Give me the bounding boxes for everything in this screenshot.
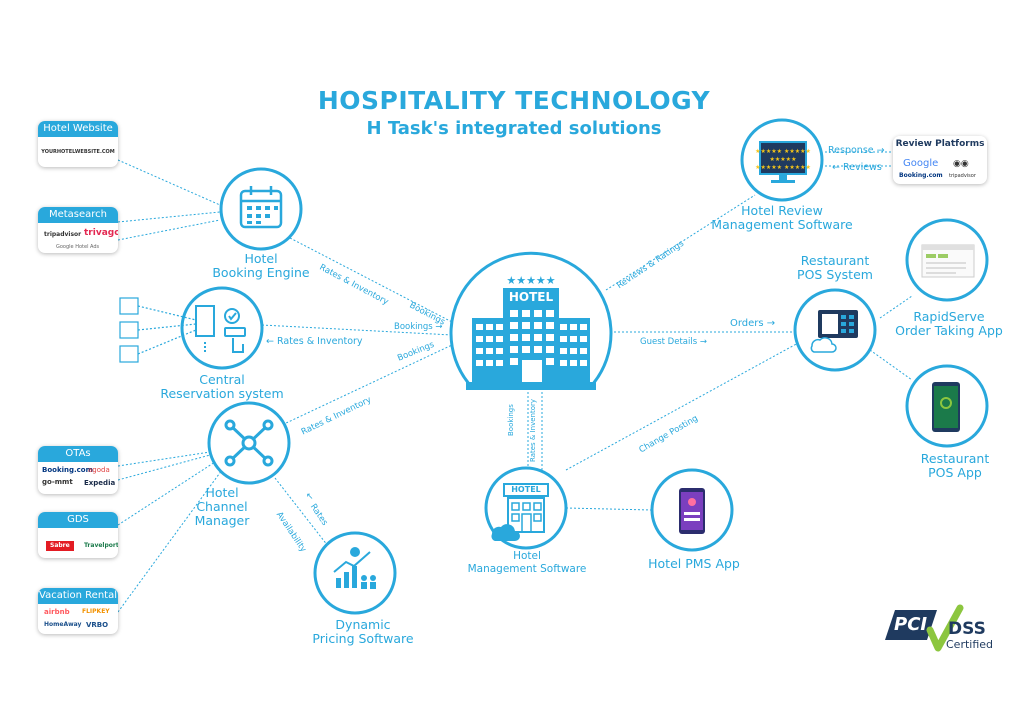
channel-manager-label: Hotel Channel Manager	[194, 485, 250, 528]
edge-hms-rates: Rates & Inventory	[529, 398, 537, 462]
vacation-rental-card[interactable]: Vacation Rental airbnb FLIPKEY HomeAway …	[38, 588, 118, 634]
phone-app-icon	[932, 382, 960, 432]
airbnb-logo: airbnb	[44, 608, 70, 616]
pms-app-label: Hotel PMS App	[648, 556, 740, 571]
hotel-website-url: YOURHOTELWEBSITE.COM	[41, 149, 115, 155]
hotel-website-card[interactable]: Hotel Website YOURHOTELWEBSITE.COM	[38, 121, 118, 167]
review-platforms-card[interactable]: Review Platforms Google Booking.com trip…	[893, 136, 987, 184]
page-subtitle: H Task's integrated solutions	[366, 118, 662, 139]
restaurant-app-label: Restaurant POS App	[920, 451, 990, 480]
expedia-logo: Expedia	[84, 479, 116, 487]
trend-arrow-icon	[333, 551, 371, 573]
restaurant-pos-label: Restaurant POS System	[797, 253, 873, 282]
vacation-rental-title: Vacation Rental	[38, 588, 118, 604]
metasearch-title: Metasearch	[38, 207, 118, 223]
hotel-center-node[interactable]: ★★★★★	[449, 251, 613, 390]
hotel-center-label: HOTEL	[508, 290, 554, 304]
network-icon	[224, 419, 274, 467]
hotel-mgmt-label: Hotel Management Software	[467, 550, 587, 575]
central-reservation-node[interactable]	[180, 286, 264, 370]
dss-text: DSS	[948, 619, 986, 639]
svg-text:★★★★★ ★★★★★: ★★★★★ ★★★★★	[755, 164, 811, 171]
trivago-logo: trivago	[84, 228, 118, 238]
vrbo-logo: VRBO	[86, 621, 109, 629]
dynamic-pricing-label: Dynamic Pricing Software	[312, 617, 414, 646]
booking-logo: Booking.com	[42, 466, 93, 474]
pci-dss-logo	[885, 604, 964, 652]
travelport-logo: Travelport	[84, 542, 118, 549]
hotel-building-icon	[472, 288, 590, 382]
flipkey-logo: FLIPKEY	[82, 608, 110, 615]
edge-crs-bookings: Bookings →	[394, 322, 443, 332]
google-hotel-ads-logo: Google Hotel Ads	[56, 244, 100, 250]
hotel-mgmt-icon-text: HOTEL	[511, 485, 541, 494]
otas-card[interactable]: OTAs Booking.com agoda go-mmt Expedia	[38, 446, 118, 494]
otas-title: OTAs	[38, 446, 118, 462]
edge-guest-details: Guest Details →	[640, 337, 707, 347]
hotel-stars: ★★★★★	[506, 274, 555, 287]
hotel-mgmt-icon	[491, 483, 549, 541]
homeaway-logo: HomeAway	[44, 621, 82, 628]
pricing-chart-icon	[336, 547, 376, 589]
owl-icon: ◉◉	[953, 159, 969, 169]
booking-engine-label: Hotel Booking Engine	[212, 251, 310, 280]
tripadvisor-review-logo: tripadvisor	[949, 173, 976, 179]
edge-reviews: ← Reviews	[832, 162, 882, 173]
edge-orders: Orders →	[730, 318, 776, 329]
sabre-logo: Sabre	[46, 541, 74, 551]
metasearch-card[interactable]: Metasearch tripadvisor trivago Google Ho…	[38, 207, 118, 253]
gds-card[interactable]: GDS Sabre Travelport	[38, 512, 118, 558]
edge-crs-rates: ← Rates & Inventory	[266, 336, 363, 347]
agoda-logo: agoda	[88, 466, 110, 474]
calendar-icon	[239, 186, 283, 229]
google-logo: Google	[903, 158, 939, 169]
hotel-website-title: Hotel Website	[38, 121, 118, 137]
gommt-logo: go-mmt	[42, 478, 73, 486]
rapidserve-screen-icon	[921, 244, 975, 278]
monitor-icon: ★★★★★ ★★★★★ ★★★★★ ★★★★★ ★★★★★	[755, 141, 811, 183]
arrow-dp: ↖	[306, 492, 314, 502]
edge-response: Response →	[828, 145, 885, 156]
pos-terminal-icon	[810, 310, 858, 353]
tripadvisor-logo: tripadvisor	[44, 231, 82, 238]
svg-text:★★★★★: ★★★★★	[770, 156, 797, 163]
gds-title: GDS	[38, 512, 118, 528]
central-reservation-label: Central Reservation system	[160, 372, 284, 401]
rapidserve-label: RapidServe Order Taking App	[895, 309, 1003, 338]
certified-text: Certified	[946, 638, 994, 651]
review-mgmt-label: Hotel Review Management Software	[711, 203, 853, 232]
pci-text: PCI	[894, 614, 928, 635]
edge-hms-bookings: Bookings	[507, 404, 515, 436]
pms-phone-icon	[679, 488, 705, 534]
booking-review-logo: Booking.com	[899, 172, 943, 179]
page-title: HOSPITALITY TECHNOLOGY	[317, 86, 711, 115]
reservation-icon	[195, 305, 246, 353]
svg-text:★★★★★ ★★★★★: ★★★★★ ★★★★★	[755, 148, 811, 155]
review-platforms-title: Review Platforms	[893, 136, 987, 152]
small-hotel-icons	[119, 297, 197, 363]
